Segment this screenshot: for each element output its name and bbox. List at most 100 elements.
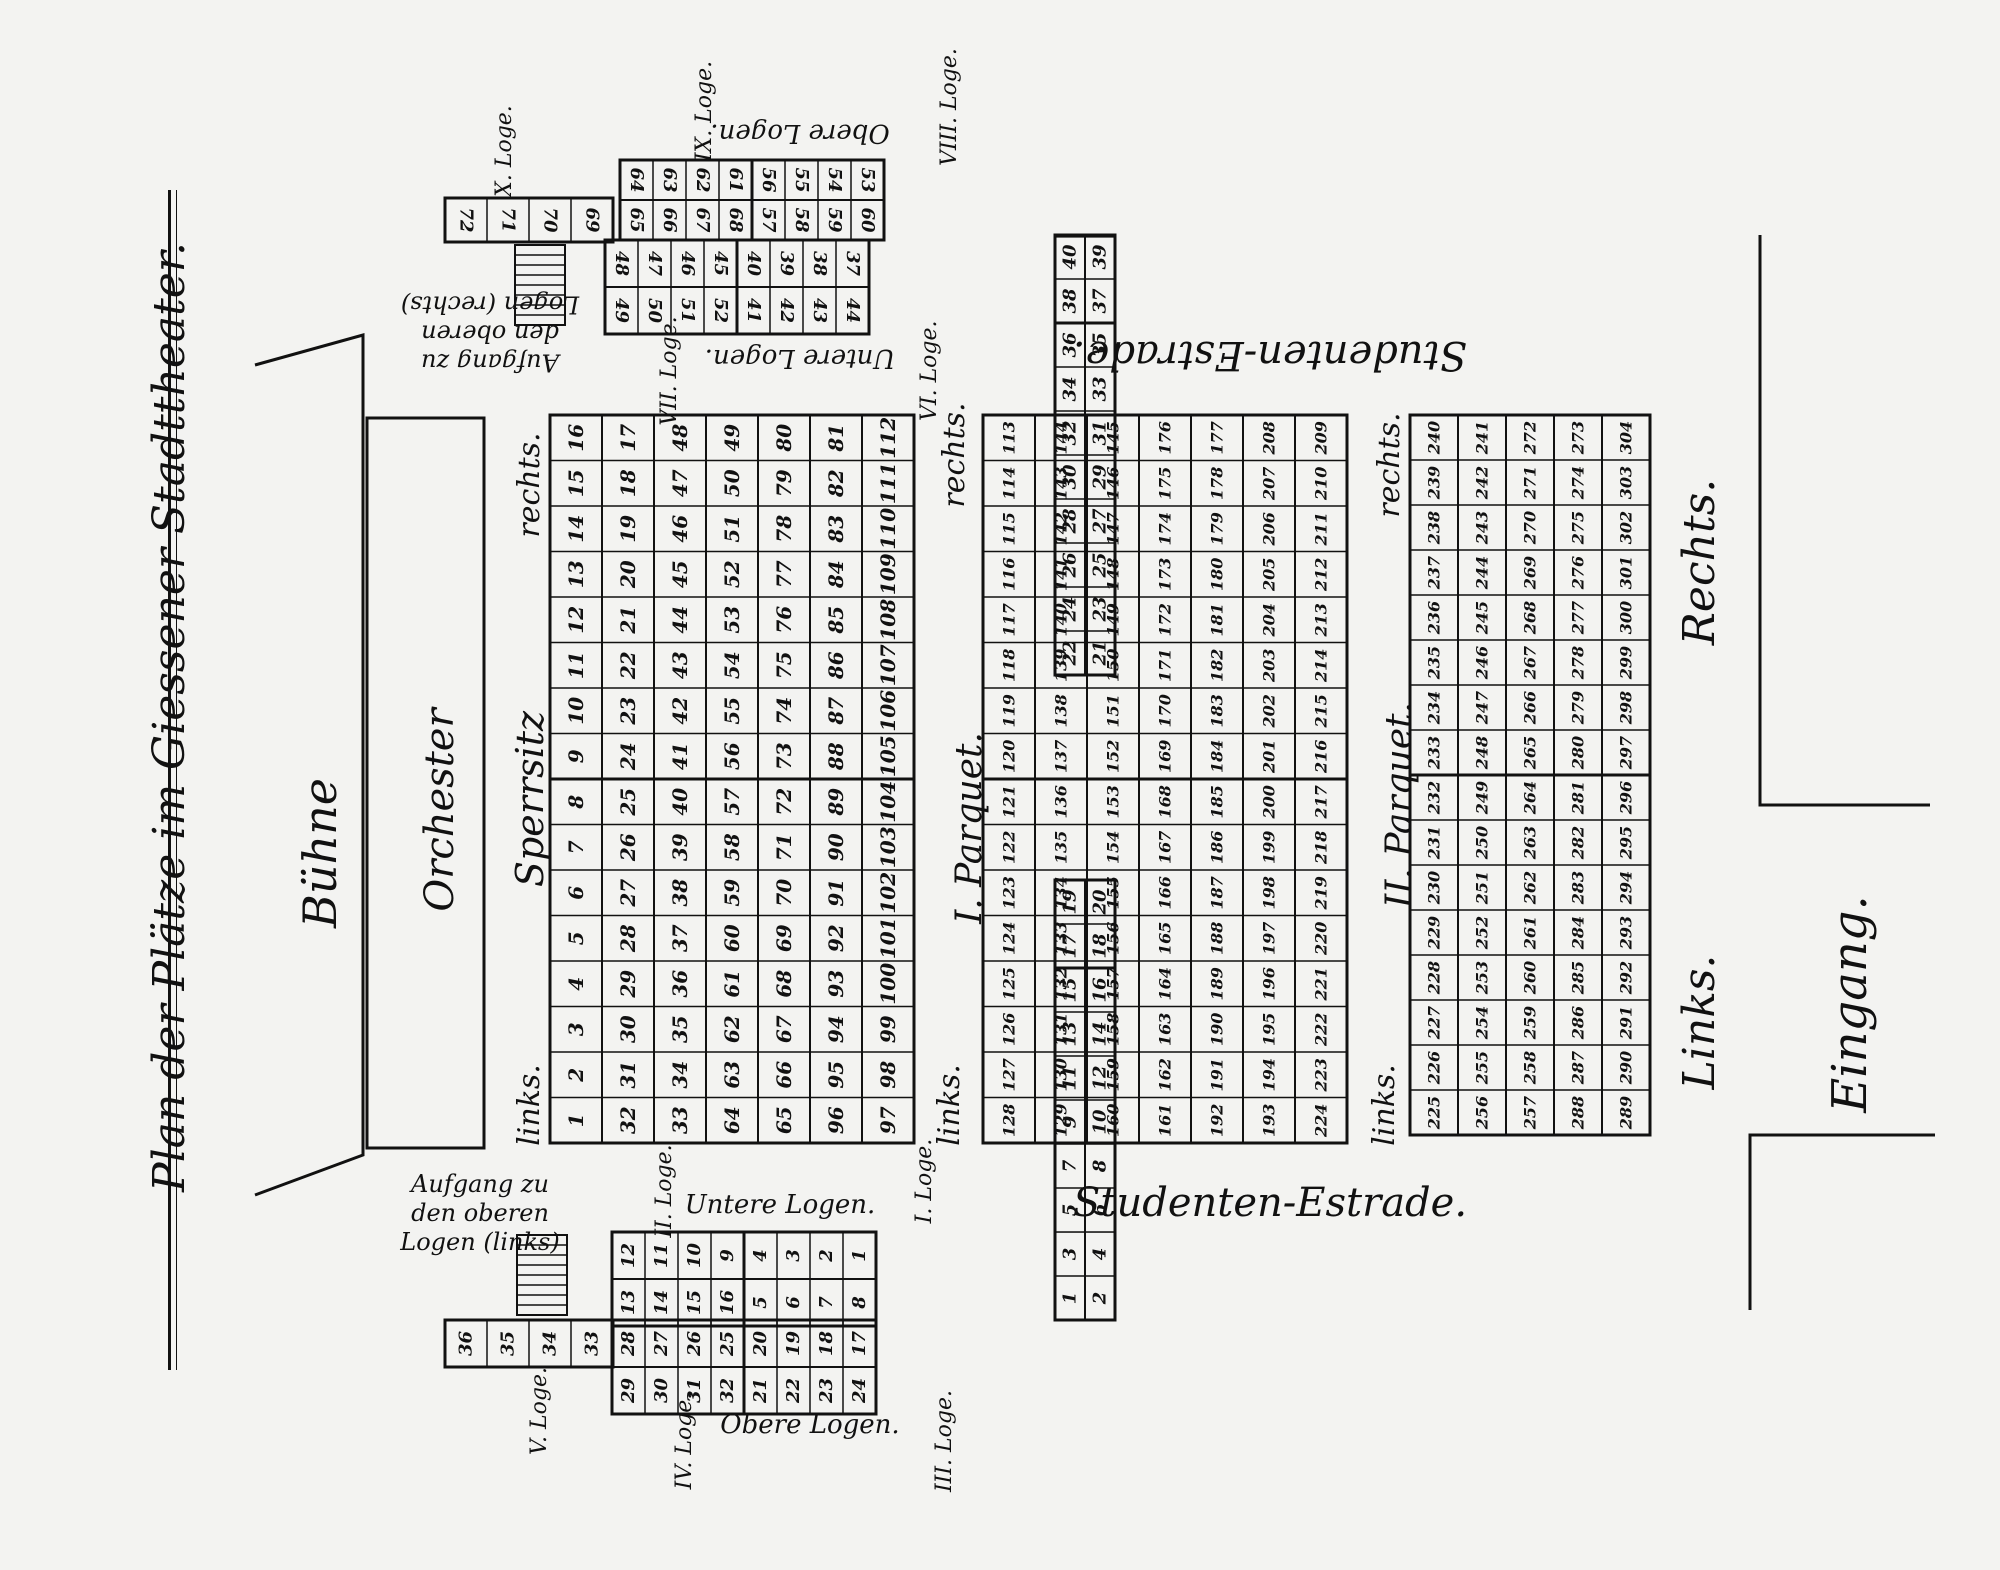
parquet1-seat: 194 xyxy=(1260,1058,1279,1091)
sperrsitz-seat: 6 xyxy=(564,886,588,900)
parquet2-seat: 238 xyxy=(1425,511,1444,545)
parquet2-seat: 301 xyxy=(1617,556,1636,589)
parquet2-seat: 297 xyxy=(1617,736,1636,770)
sperrsitz-seat: 10 xyxy=(564,697,588,725)
sperrsitz-seat: 64 xyxy=(720,1106,744,1134)
estrade-right-seat: 32 xyxy=(1060,420,1081,445)
sperrsitz-seat: 76 xyxy=(772,606,796,634)
sperrsitz-seat: 109 xyxy=(876,553,900,595)
parquet2-seat: 242 xyxy=(1473,466,1492,500)
parquet2-seat: 279 xyxy=(1569,691,1588,725)
untere-logen-right-seat: 46 xyxy=(677,251,698,277)
estrade-left-seat: 12 xyxy=(1090,1065,1111,1090)
parquet2-seat: 272 xyxy=(1521,421,1540,455)
loge-5-seat: 34 xyxy=(540,1331,561,1356)
parquet1-seat: 174 xyxy=(1156,512,1175,545)
sperrsitz-seat: 45 xyxy=(668,560,692,588)
parquet2-seat: 261 xyxy=(1521,916,1540,950)
parquet2-seat: 282 xyxy=(1569,826,1588,860)
parquet1-seat: 125 xyxy=(1000,967,1019,1000)
sperrsitz-seat: 59 xyxy=(720,879,744,907)
loge-10-seat: 69 xyxy=(582,207,603,233)
parquet1-seat: 218 xyxy=(1312,831,1331,865)
parquet2-seat: 264 xyxy=(1521,781,1540,815)
sperrsitz-seat: 71 xyxy=(772,833,796,861)
sperrsitz-seat: 78 xyxy=(772,515,796,543)
parquet2-seat: 255 xyxy=(1473,1051,1492,1085)
loge-10-seat: 70 xyxy=(540,207,561,233)
parquet1-seat: 198 xyxy=(1260,876,1279,909)
untere-logen-left-seat: 10 xyxy=(684,1243,705,1269)
untere-logen-left-seat: 4 xyxy=(750,1249,771,1262)
parquet2-seat: 239 xyxy=(1425,466,1444,500)
parquet1-seat: 158 xyxy=(1104,1013,1123,1046)
sperrsitz-seat: 91 xyxy=(824,879,848,907)
obere-logen-left-label: Obere Logen. xyxy=(720,1410,900,1440)
parquet1-seat: 220 xyxy=(1312,922,1331,956)
parquet1-seat: 176 xyxy=(1156,421,1175,454)
obere-logen-right-seat: 53 xyxy=(857,167,878,192)
parquet1-seat: 177 xyxy=(1208,421,1227,454)
untere-logen-right-seat: 39 xyxy=(776,251,797,277)
estrade-left-label: Studenten-Estrade. xyxy=(1072,1180,1468,1226)
sperrsitz-rechts-label: rechts. xyxy=(512,432,547,538)
parquet2-seat: 289 xyxy=(1617,1096,1636,1130)
estrade-right-seat: 40 xyxy=(1060,244,1081,270)
parquet1-seat: 188 xyxy=(1208,922,1227,955)
parquet1-seat: 217 xyxy=(1312,785,1331,819)
sperrsitz-seat: 35 xyxy=(668,1015,692,1043)
sperrsitz-seat: 110 xyxy=(876,508,900,550)
untere-logen-right-label: Untere Logen. xyxy=(704,343,896,373)
sperrsitz-seat: 72 xyxy=(772,788,796,816)
estrade-left-seat: 6 xyxy=(1090,1203,1111,1216)
sperrsitz-seat: 28 xyxy=(616,924,640,953)
sperrsitz-seat: 48 xyxy=(668,424,692,452)
obere-logen-right-seat: 57 xyxy=(758,207,779,233)
estrade-left-seat: 10 xyxy=(1090,1109,1111,1135)
loge-5-seat: 36 xyxy=(456,1331,477,1357)
sperrsitz-seat: 69 xyxy=(772,924,796,952)
sperrsitz-seat: 19 xyxy=(616,515,640,543)
estrade-right-seat: 23 xyxy=(1090,596,1111,622)
sperrsitz-links-label: links. xyxy=(512,1064,547,1146)
sperrsitz-seat: 73 xyxy=(772,742,796,770)
sperrsitz-seat: 13 xyxy=(564,560,588,588)
sperrsitz-seat: 85 xyxy=(824,606,848,635)
parquet2-seat: 290 xyxy=(1617,1051,1636,1085)
parquet1-seat: 206 xyxy=(1260,512,1279,546)
obere-logen-left-seat: 29 xyxy=(618,1378,639,1405)
parquet1-seat: 122 xyxy=(1000,831,1019,864)
sperrsitz-seat: 44 xyxy=(668,606,692,634)
estrade-left-seat: 11 xyxy=(1060,1065,1081,1090)
parquet1-seat: 148 xyxy=(1104,558,1123,591)
parquet1-seat: 201 xyxy=(1260,740,1279,774)
parquet2-seat: 234 xyxy=(1425,691,1444,725)
orchestra-label: Orchester xyxy=(417,708,463,912)
parquet1-rechts-label: rechts. xyxy=(937,402,972,508)
parquet1-seat: 168 xyxy=(1156,785,1175,818)
obere-logen-right-seat: 54 xyxy=(824,167,845,192)
sperrsitz-seat: 94 xyxy=(824,1015,848,1043)
estrade-right-seat: 34 xyxy=(1060,376,1081,401)
obere-logen-right-label: Obere Logen. xyxy=(710,118,890,148)
estrade-left-seat: 4 xyxy=(1090,1248,1111,1261)
parquet2-seat: 265 xyxy=(1521,736,1540,770)
estrade-right-seat: 35 xyxy=(1090,332,1111,357)
parquet2-seat: 283 xyxy=(1569,871,1588,905)
parquet1-seat: 195 xyxy=(1260,1013,1279,1046)
untere-logen-left-seat: 16 xyxy=(717,1290,738,1316)
sperrsitz-seat: 3 xyxy=(564,1022,588,1036)
loge-10-seat: 71 xyxy=(498,207,519,232)
sperrsitz-seat: 53 xyxy=(720,606,744,634)
parquet1-seat: 175 xyxy=(1156,467,1175,500)
parquet2-seat: 296 xyxy=(1617,781,1636,815)
parquet2-seat: 276 xyxy=(1569,556,1588,590)
parquet2-seat: 288 xyxy=(1569,1096,1588,1130)
loge-10-seat: 72 xyxy=(456,207,477,232)
parquet1-seat: 219 xyxy=(1312,876,1331,910)
parquet2-seat: 262 xyxy=(1521,871,1540,905)
sperrsitz-seat: 108 xyxy=(876,599,900,641)
sperrsitz-seat: 25 xyxy=(616,788,640,817)
parquet2-seat: 241 xyxy=(1473,421,1492,455)
parquet1-seat: 120 xyxy=(1000,740,1019,773)
